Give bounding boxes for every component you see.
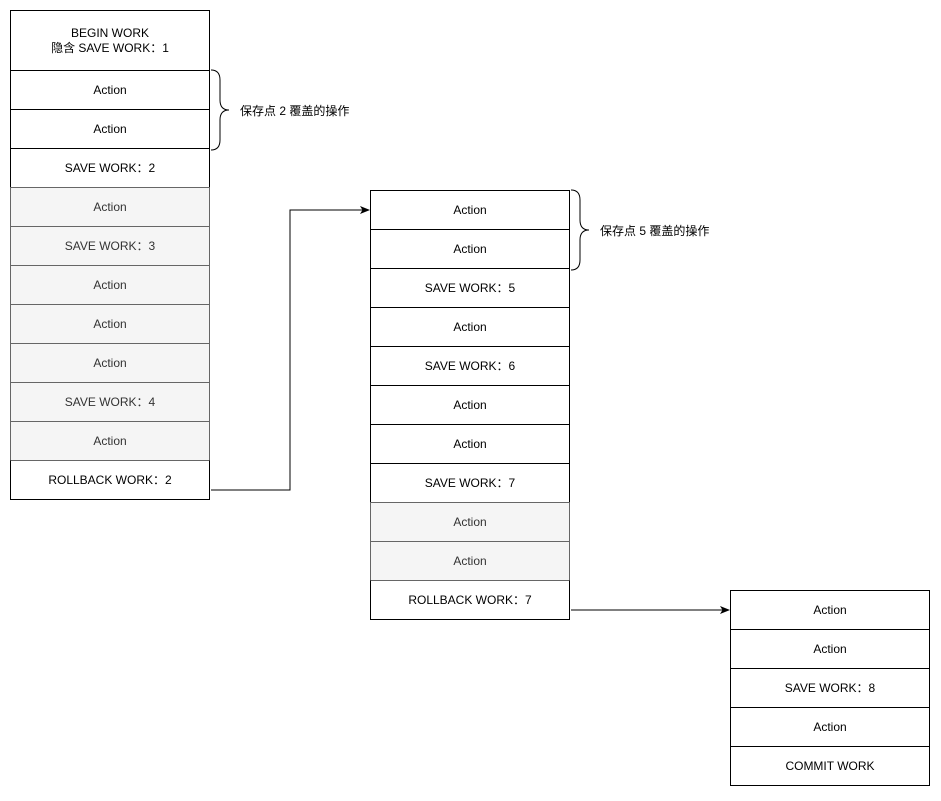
block-label: SAVE WORK：4	[64, 394, 156, 409]
transaction-column-3: Action Action SAVE WORK：8 Action COMMIT …	[730, 590, 930, 786]
block-label: Action	[453, 202, 487, 217]
savepoint-5-brace	[570, 189, 590, 271]
transaction-column-1: BEGIN WORK 隐含 SAVE WORK：1 Action Action …	[10, 10, 210, 500]
block-label: COMMIT WORK	[785, 758, 875, 773]
save-work-block: SAVE WORK：6	[370, 346, 570, 386]
block-label: Action	[93, 316, 127, 331]
block-label: Action	[93, 121, 127, 136]
block-label: 隐含 SAVE WORK：1	[51, 40, 169, 55]
rollback-work-block: ROLLBACK WORK：7	[370, 580, 570, 620]
block-label: SAVE WORK：6	[424, 358, 516, 373]
save-work-block: SAVE WORK：8	[730, 668, 930, 708]
action-block: Action	[370, 385, 570, 425]
block-label: Action	[453, 553, 487, 568]
block-label: ROLLBACK WORK：2	[48, 472, 172, 487]
save-work-block: SAVE WORK：2	[10, 148, 210, 188]
block-label: SAVE WORK：8	[784, 680, 876, 695]
block-label: Action	[453, 241, 487, 256]
rolled-back-action-block: Action	[10, 343, 210, 383]
block-label: Action	[453, 397, 487, 412]
rolled-back-save-work-block: SAVE WORK：4	[10, 382, 210, 422]
action-block: Action	[730, 707, 930, 747]
block-label: ROLLBACK WORK：7	[408, 592, 532, 607]
block-label: SAVE WORK：2	[64, 160, 156, 175]
block-label: Action	[453, 436, 487, 451]
block-label: Action	[93, 199, 127, 214]
block-label: SAVE WORK：7	[424, 475, 516, 490]
rolled-back-action-block: Action	[10, 304, 210, 344]
block-label: Action	[93, 433, 127, 448]
commit-work-block: COMMIT WORK	[730, 746, 930, 786]
rolled-back-action-block: Action	[370, 541, 570, 581]
block-label: Action	[93, 355, 127, 370]
transaction-column-2: Action Action SAVE WORK：5 Action SAVE WO…	[370, 190, 570, 620]
rollback-2-arrow	[211, 206, 370, 491]
rolled-back-save-work-block: SAVE WORK：3	[10, 226, 210, 266]
block-label: BEGIN WORK	[70, 25, 149, 40]
block-label: SAVE WORK：3	[64, 238, 156, 253]
rolled-back-action-block: Action	[370, 502, 570, 542]
block-label: Action	[813, 641, 847, 656]
action-block: Action	[370, 229, 570, 269]
action-block: Action	[730, 629, 930, 669]
save-work-block: SAVE WORK：7	[370, 463, 570, 503]
action-block: Action	[370, 424, 570, 464]
action-block: Action	[370, 307, 570, 347]
block-label: Action	[93, 277, 127, 292]
rollback-work-block: ROLLBACK WORK：2	[10, 460, 210, 500]
begin-work-block: BEGIN WORK 隐含 SAVE WORK：1	[10, 10, 210, 71]
savepoint-5-annotation: 保存点 5 覆盖的操作	[600, 224, 710, 238]
block-label: Action	[813, 719, 847, 734]
action-block: Action	[10, 70, 210, 110]
block-label: Action	[453, 319, 487, 334]
action-block: Action	[10, 109, 210, 149]
action-block: Action	[370, 190, 570, 230]
block-label: Action	[813, 602, 847, 617]
block-label: SAVE WORK：5	[424, 280, 516, 295]
save-work-block: SAVE WORK：5	[370, 268, 570, 308]
block-label: Action	[93, 82, 127, 97]
block-label: Action	[453, 514, 487, 529]
action-block: Action	[730, 590, 930, 630]
rolled-back-action-block: Action	[10, 265, 210, 305]
rolled-back-action-block: Action	[10, 421, 210, 461]
savepoint-2-brace	[210, 69, 230, 151]
rolled-back-action-block: Action	[10, 187, 210, 227]
savepoint-2-annotation: 保存点 2 覆盖的操作	[240, 104, 350, 118]
